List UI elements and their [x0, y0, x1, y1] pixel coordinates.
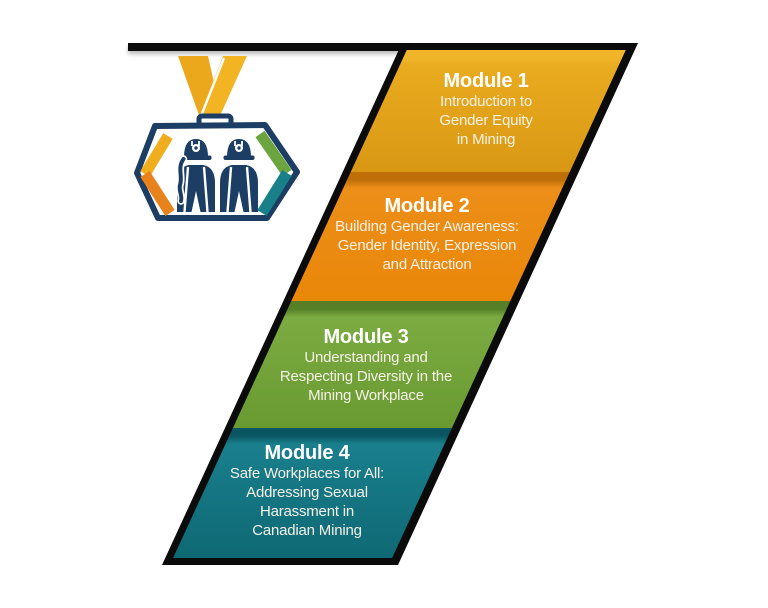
left-chevron-icon — [140, 133, 175, 216]
module-2-line: Gender Identity, Expression — [337, 237, 517, 254]
module-1-text: Module 1 Introduction to Gender Equity i… — [439, 70, 532, 149]
module-4-line: Safe Workplaces for All: — [229, 465, 385, 482]
module-3-line: Understanding and — [304, 349, 428, 366]
module-4-line: Addressing Sexual — [246, 484, 368, 501]
module-4-text: Module 4 Safe Workplaces for All: Addres… — [230, 442, 384, 540]
right-chevron-icon — [255, 130, 292, 216]
module-2-text: Module 2 Building Gender Awareness: Gend… — [335, 195, 519, 274]
module-1-line: Introduction to — [439, 93, 533, 110]
module-3-title: Module 3 — [323, 326, 409, 348]
module-3-line: Mining Workplace — [308, 387, 424, 404]
lanyard-ribbon-icon — [178, 56, 247, 118]
miners-badge-logo — [134, 56, 300, 221]
module-1-title: Module 1 — [443, 70, 529, 92]
module-2-line: Building Gender Awareness: — [335, 218, 519, 235]
module-2-title: Module 2 — [384, 195, 470, 217]
module-3-line: Respecting Diversity in the — [279, 368, 453, 385]
module-2-line: and Attraction — [382, 256, 472, 273]
miner-male-icon — [220, 139, 258, 213]
miner-female-icon — [175, 139, 215, 213]
module-1-block — [350, 50, 626, 172]
module-4-line: Harassment in — [259, 503, 355, 520]
module-3-text: Module 3 Understanding and Respecting Di… — [280, 326, 452, 405]
top-edge-bar — [128, 43, 412, 51]
module-4-title: Module 4 — [264, 442, 350, 464]
module-4-line: Canadian Mining — [252, 522, 362, 539]
module-1-line: Gender Equity — [439, 112, 533, 129]
module-1-line: in Mining — [456, 131, 516, 148]
